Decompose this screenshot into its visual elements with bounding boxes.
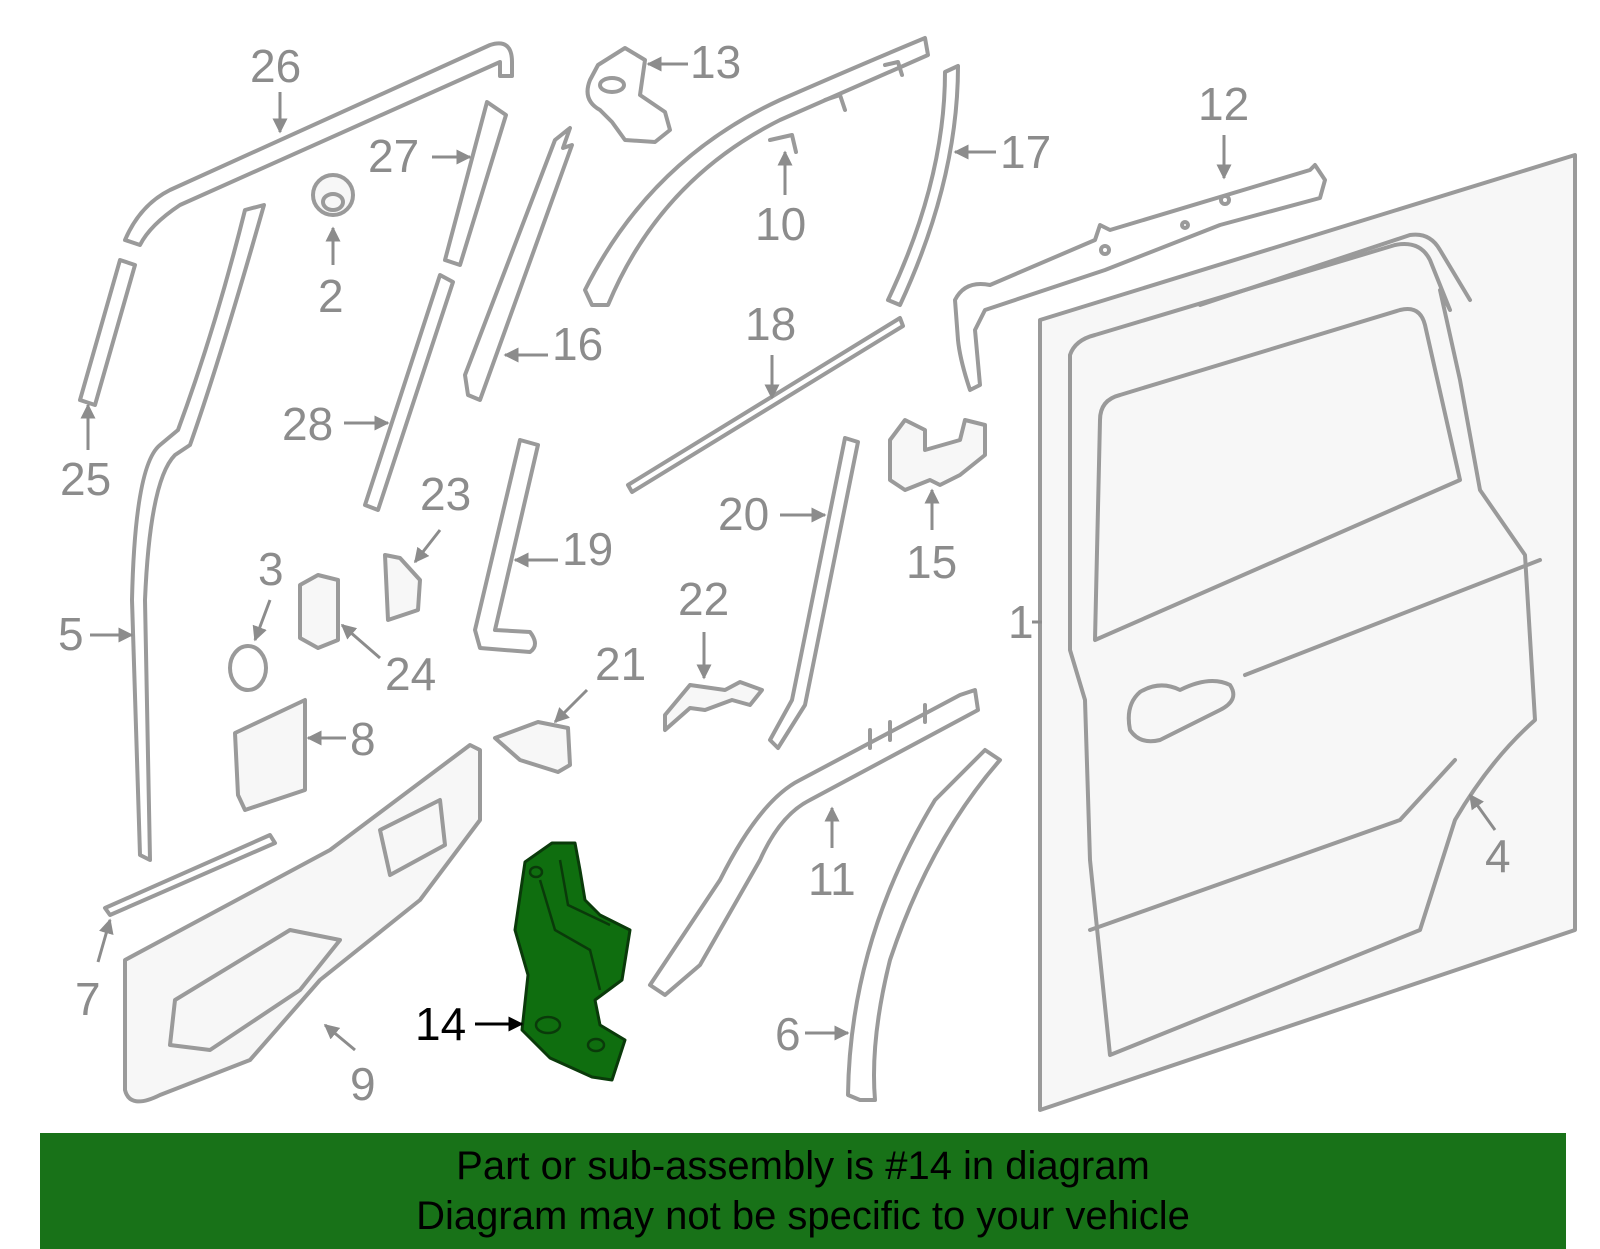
callout-1: 1: [1008, 596, 1042, 648]
callout-15-label: 15: [906, 536, 957, 588]
part-28-strip: [363, 273, 455, 512]
callout-2-label: 2: [318, 270, 344, 322]
part-16-channel: [463, 126, 574, 402]
disclaimer-banner: Part or sub-assembly is #14 in diagram D…: [40, 1133, 1566, 1249]
part-27-strip: [443, 100, 508, 267]
part-8-plate: [233, 698, 307, 812]
callout-5-label: 5: [58, 608, 84, 660]
callout-17-label: 17: [1000, 126, 1051, 178]
part-5-run-channel: [130, 203, 266, 862]
callout-21-label: 21: [595, 638, 646, 690]
callout-22-label: 22: [678, 573, 729, 625]
callout-18-label: 18: [745, 298, 796, 350]
callout-15: 15: [906, 488, 957, 588]
part-10-upper-channel: [583, 36, 930, 307]
callout-14: 14: [415, 998, 524, 1050]
part-3-grommet: [228, 644, 268, 692]
callout-22: 22: [678, 573, 729, 680]
banner-line-1: Part or sub-assembly is #14 in diagram: [456, 1144, 1150, 1188]
part-24-clip: [298, 573, 340, 650]
callout-27: 27: [368, 130, 472, 182]
part-2-bushing: [311, 173, 355, 217]
part-12-upper-rail: [953, 163, 1327, 392]
part-26-upper-molding: [123, 41, 514, 247]
callout-20: 20: [718, 488, 827, 540]
part-22-bracket: [663, 680, 764, 732]
callout-3: 3: [252, 543, 284, 642]
callout-6: 6: [775, 1008, 850, 1060]
callout-4-label: 4: [1485, 830, 1511, 882]
callout-1-label: 1: [1008, 596, 1034, 648]
callout-6-label: 6: [775, 1008, 801, 1060]
callout-17: 17: [953, 126, 1051, 178]
part-18-weatherstrip: [626, 316, 905, 494]
callout-4: 4: [1468, 793, 1511, 882]
part-1-door-shell: [1038, 153, 1577, 1112]
callout-23-label: 23: [420, 468, 471, 520]
callout-24-label: 24: [385, 648, 436, 700]
callout-10: 10: [755, 150, 806, 250]
callout-7: 7: [75, 918, 114, 1025]
callout-7-label: 7: [75, 973, 101, 1025]
callout-5: 5: [58, 608, 134, 660]
banner-line-2: Diagram may not be specific to your vehi…: [416, 1194, 1190, 1238]
callout-8-label: 8: [350, 713, 376, 765]
callout-8: 8: [306, 713, 376, 765]
callout-21: 21: [553, 638, 646, 724]
callout-25: 25: [60, 403, 111, 505]
part-23-clip: [383, 553, 422, 622]
callout-12-label: 12: [1198, 78, 1249, 130]
callout-28: 28: [282, 398, 390, 450]
part-6-arch-molding: [846, 748, 1002, 1102]
part-7-trim-strip: [103, 833, 277, 917]
callout-16-label: 16: [552, 318, 603, 370]
callout-2: 2: [318, 226, 344, 322]
callout-11: 11: [808, 806, 856, 905]
callout-9-label: 9: [350, 1058, 376, 1110]
callout-16: 16: [503, 318, 603, 370]
callout-23: 23: [413, 468, 471, 564]
callout-26: 26: [250, 40, 301, 134]
part-19-guide: [473, 438, 540, 654]
callout-3-label: 3: [258, 543, 284, 595]
part-14-highlighted-hinge: [513, 841, 632, 1082]
callout-18: 18: [745, 298, 796, 400]
callout-12: 12: [1198, 78, 1249, 180]
callout-27-label: 27: [368, 130, 419, 182]
callout-26-label: 26: [250, 40, 301, 92]
part-9-trim-panel: [123, 743, 482, 1104]
callout-24: 24: [340, 623, 436, 700]
callout-28-label: 28: [282, 398, 333, 450]
callout-19: 19: [513, 523, 613, 575]
callout-11-label: 11: [808, 853, 856, 905]
part-11-lower-rail: [648, 688, 980, 997]
callout-25-label: 25: [60, 453, 111, 505]
callout-19-label: 19: [562, 523, 613, 575]
part-25-strip: [78, 258, 137, 407]
part-15-bracket: [888, 418, 987, 492]
callout-20-label: 20: [718, 488, 769, 540]
part-13-bracket: [585, 46, 672, 144]
callout-13: 13: [646, 36, 741, 88]
callout-9: 9: [323, 1023, 376, 1110]
part-20-guide: [768, 436, 860, 750]
callout-14-label: 14: [415, 998, 466, 1050]
part-21-bracket: [493, 720, 572, 774]
part-17-strip: [886, 64, 960, 307]
callout-10-label: 10: [755, 198, 806, 250]
callout-13-label: 13: [690, 36, 741, 88]
